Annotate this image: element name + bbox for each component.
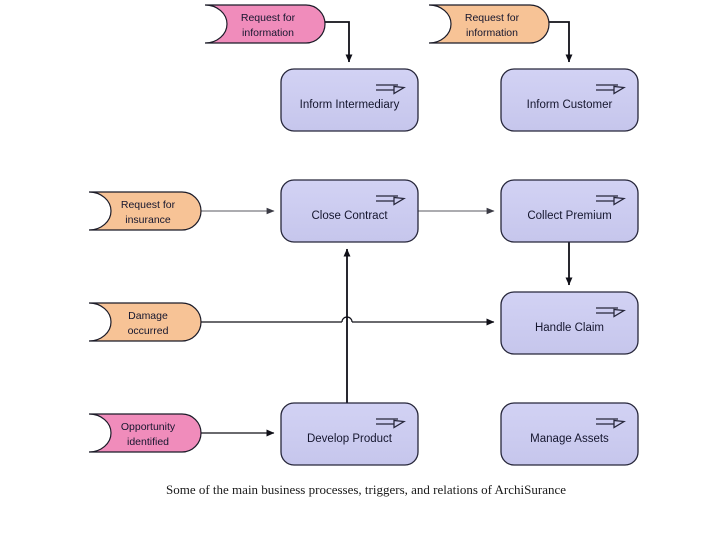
- event-label-rfi-orange-line2: information: [466, 27, 518, 39]
- event-label-rfi-pink-line2: information: [242, 27, 294, 39]
- connector-rfi-pink-to-inform-intermediary: [323, 21, 353, 63]
- process-node-inform-intermediary[interactable]: Inform Intermediary: [280, 68, 419, 132]
- event-label-request-insurance-line2: insurance: [125, 214, 171, 226]
- process-node-handle-claim[interactable]: Handle Claim: [500, 291, 639, 355]
- process-nodes-layer: Inform Intermediary Inform Customer Clos…: [280, 68, 639, 466]
- event-label-rfi-orange-line1: Request for: [465, 12, 520, 24]
- process-label-inform-customer: Inform Customer: [527, 99, 613, 111]
- event-label-damage-occurred-line2: occurred: [128, 325, 169, 337]
- process-node-close-contract[interactable]: Close Contract: [280, 179, 419, 243]
- event-node-request-for-information-pink[interactable]: Request for information: [204, 4, 326, 44]
- event-node-opportunity-identified[interactable]: Opportunity identified: [88, 413, 202, 453]
- event-label-rfi-pink-line1: Request for: [241, 12, 296, 24]
- process-node-inform-customer[interactable]: Inform Customer: [500, 68, 639, 132]
- process-node-develop-product[interactable]: Develop Product: [280, 402, 419, 466]
- event-label-damage-occurred-line1: Damage: [128, 310, 168, 322]
- event-label-opportunity-line2: identified: [127, 436, 169, 448]
- event-node-damage-occurred[interactable]: Damage occurred: [88, 302, 202, 342]
- event-node-request-for-information-orange[interactable]: Request for information: [428, 4, 550, 44]
- connector-layer: [200, 21, 573, 437]
- process-label-collect-premium: Collect Premium: [527, 210, 611, 222]
- process-label-handle-claim: Handle Claim: [535, 322, 604, 334]
- caption-text: Some of the main business processes, tri…: [166, 482, 566, 497]
- event-node-request-for-insurance[interactable]: Request for insurance: [88, 191, 202, 231]
- event-nodes-layer: Request for information Request for info…: [88, 4, 550, 453]
- process-node-manage-assets[interactable]: Manage Assets: [500, 402, 639, 466]
- process-label-inform-intermediary: Inform Intermediary: [300, 99, 400, 111]
- event-label-opportunity-line1: Opportunity: [121, 421, 176, 433]
- process-label-manage-assets: Manage Assets: [530, 433, 609, 445]
- diagram-caption: Some of the main business processes, tri…: [166, 482, 566, 497]
- connector-rfi-orange-to-inform-customer: [547, 21, 573, 63]
- process-label-develop-product: Develop Product: [307, 433, 393, 445]
- event-label-request-insurance-line1: Request for: [121, 199, 176, 211]
- process-node-collect-premium[interactable]: Collect Premium: [500, 179, 639, 243]
- process-label-close-contract: Close Contract: [311, 210, 388, 222]
